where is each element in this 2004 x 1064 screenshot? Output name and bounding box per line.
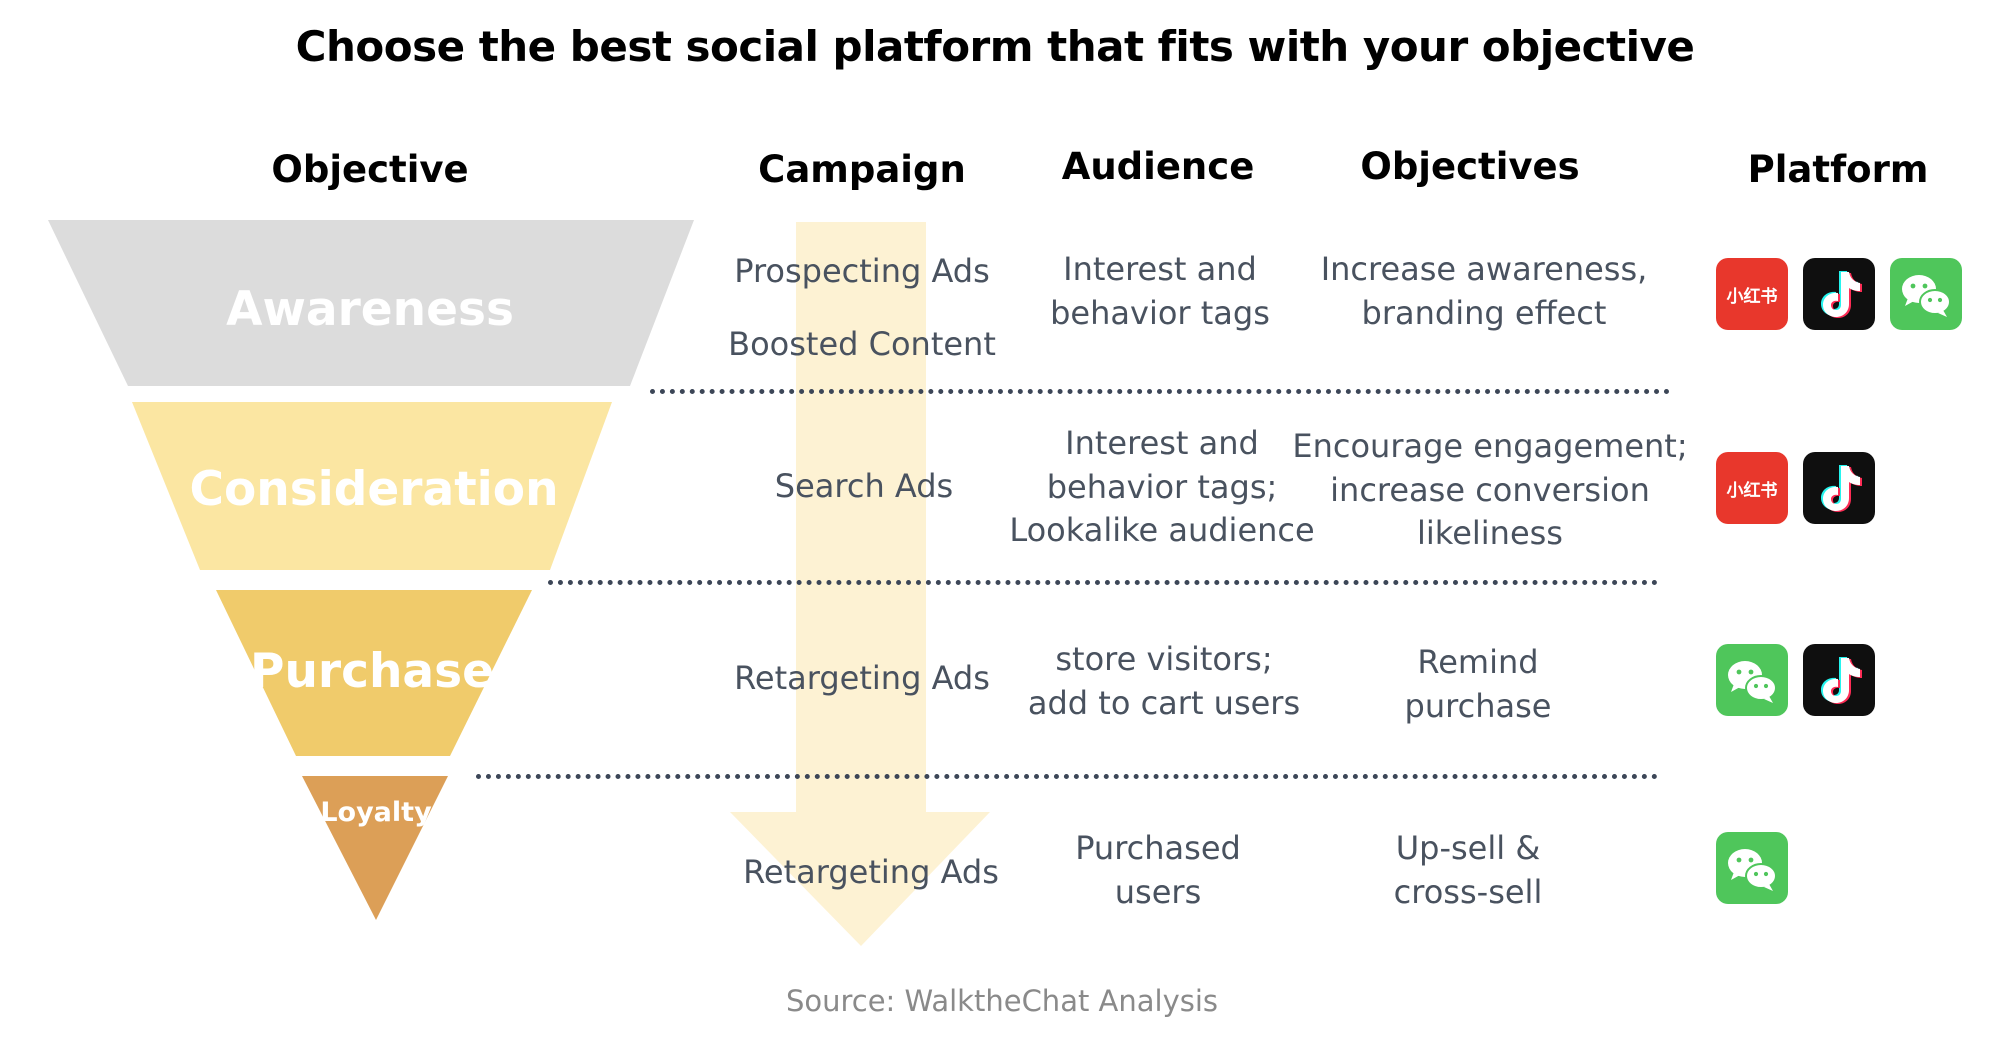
audience-line: users [1114,872,1202,911]
audience-line: behavior tags; [1046,467,1278,506]
douyin-icon [1803,644,1875,716]
funnel-segment-awareness [48,220,694,386]
wechat-icon [1716,644,1788,716]
source-note: Source: WalktheChat Analysis [785,984,1219,1018]
objectives-cell: Up-sell & cross-sell [1394,827,1543,914]
objectives-line: branding effect [1361,293,1607,332]
objectives-line: purchase [1404,686,1552,725]
objectives-line: Remind [1417,643,1539,681]
funnel-segment-loyalty [302,776,448,920]
campaign-cell: Prospecting Ads Boosted Content [728,250,996,366]
header-campaign: Campaign [758,148,966,191]
row-divider [650,389,1670,394]
header-objective: Objective [271,148,469,191]
objectives-cell: Remind purchase [1405,641,1552,728]
campaign-item: Search Ads [774,467,954,505]
douyin-icon [1803,452,1875,524]
campaign-item: Prospecting Ads [734,252,990,290]
audience-line: Interest and [1065,424,1259,462]
campaign-cell: Retargeting Ads [734,657,990,701]
funnel-segment-purchase [216,590,532,756]
campaign-item: Retargeting Ads [734,659,990,697]
funnel-label-purchase: Purchase [250,644,494,699]
audience-cell: Purchased users [1075,827,1241,914]
objectives-line: Encourage engagement; [1292,427,1688,465]
row-divider [548,580,1658,585]
douyin-icon [1803,258,1875,330]
wechat-icon [1890,258,1962,330]
audience-line: add to cart users [1027,683,1301,722]
wechat-icon [1716,832,1788,904]
audience-cell: Interest and behavior tags; Lookalike au… [1009,422,1314,553]
audience-line: Lookalike audience [1009,511,1315,550]
objectives-line: Increase awareness, [1320,250,1648,288]
audience-line: store visitors; [1055,640,1273,678]
xiaohongshu-icon: 小红书 [1716,452,1788,524]
campaign-item: Boosted Content [728,324,996,363]
objectives-cell: Encourage engagement; increase conversio… [1292,425,1687,556]
funnel-segment-consideration [132,402,612,570]
audience-line: Interest and [1063,250,1257,288]
objectives-line: Up-sell & [1395,829,1541,867]
audience-cell: Interest and behavior tags [1050,248,1270,335]
header-objectives: Objectives [1360,145,1580,188]
header-audience: Audience [1061,145,1255,188]
campaign-item: Retargeting Ads [743,853,999,891]
xiaohongshu-icon-text: 小红书 [1727,286,1778,307]
audience-line: Purchased [1075,829,1241,867]
page-title: Choose the best social platform that fit… [295,22,1695,71]
funnel-label-loyalty: Loyalty [320,797,432,828]
objectives-line: likeliness [1417,514,1563,553]
audience-cell: store visitors; add to cart users [1028,638,1300,725]
objectives-line: cross-sell [1393,872,1543,911]
funnel-label-awareness: Awareness [226,282,514,337]
objectives-line: increase conversion [1330,470,1650,509]
objectives-cell: Increase awareness, branding effect [1321,248,1648,335]
campaign-cell: Search Ads [775,465,953,509]
audience-line: behavior tags [1050,293,1270,332]
campaign-cell: Retargeting Ads [743,851,999,895]
xiaohongshu-icon: 小红书 [1716,258,1788,330]
header-platform: Platform [1747,148,1929,191]
row-divider [476,774,1658,779]
xiaohongshu-icon-text: 小红书 [1727,480,1778,501]
funnel-label-consideration: Consideration [189,462,559,517]
